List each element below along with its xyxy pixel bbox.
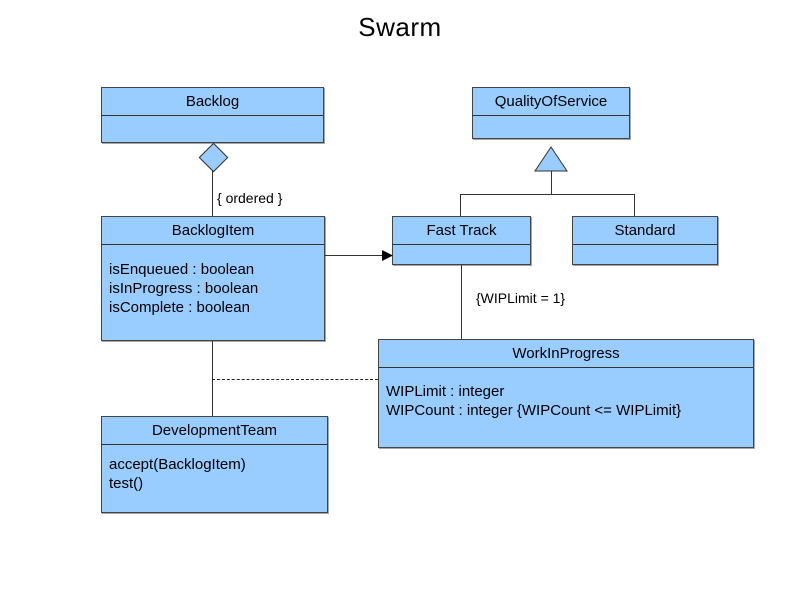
class-attributes-fasttrack [393, 245, 530, 265]
class-attributes-qualityofservice [473, 116, 629, 139]
class-attributes-backlog [102, 116, 323, 143]
class-name-backlog: Backlog [102, 88, 323, 116]
class-box-fasttrack[interactable]: Fast Track [392, 216, 531, 265]
class-name-standard: Standard [573, 217, 717, 245]
page-title: Swarm [358, 12, 442, 42]
class-name-fasttrack: Fast Track [393, 217, 530, 245]
connector-backlogitem-developmentteam [212, 341, 213, 416]
class-name-developmentteam: DevelopmentTeam [102, 417, 327, 445]
aggregation-diamond-backlog [198, 142, 229, 173]
connector-generalization-stem [551, 171, 552, 195]
connector-fasttrack-workinprogress [461, 265, 462, 339]
class-attributes-workinprogress: WIPLimit : integer WIPCount : integer {W… [386, 383, 682, 419]
connector-generalization-bar [460, 194, 635, 195]
class-name-qualityofservice: QualityOfService [473, 88, 629, 116]
class-name-backlogitem: BacklogItem [102, 217, 324, 245]
class-box-backlogitem[interactable]: BacklogItem isEnqueued : boolean isInPro… [101, 216, 325, 341]
class-box-standard[interactable]: Standard [572, 216, 718, 265]
class-attributes-standard [573, 245, 717, 265]
class-box-qualityofservice[interactable]: QualityOfService [472, 87, 630, 139]
class-name-workinprogress: WorkInProgress [379, 340, 753, 368]
connector-backlog-backlogitem [212, 170, 213, 216]
generalization-triangle-qualityofservice [534, 146, 568, 172]
class-attributes-developmentteam: accept(BacklogItem) test() [109, 456, 246, 492]
connector-generalization-fasttrack [460, 194, 461, 216]
connector-dependency-developmentteam-workinprogress [212, 379, 378, 380]
class-box-developmentteam[interactable]: DevelopmentTeam accept(BacklogItem) test… [101, 416, 328, 513]
label-ordered: { ordered } [217, 190, 283, 206]
connector-generalization-standard [634, 194, 635, 216]
class-box-workinprogress[interactable]: WorkInProgress WIPLimit : integer WIPCou… [378, 339, 754, 448]
label-wiplimit: {WIPLimit = 1} [476, 290, 566, 306]
class-attributes-backlogitem: isEnqueued : boolean isInProgress : bool… [109, 261, 259, 316]
connector-backlogitem-fasttrack [325, 255, 385, 256]
arrowhead-backlogitem-fasttrack [382, 250, 393, 261]
class-box-backlog[interactable]: Backlog [101, 87, 324, 143]
